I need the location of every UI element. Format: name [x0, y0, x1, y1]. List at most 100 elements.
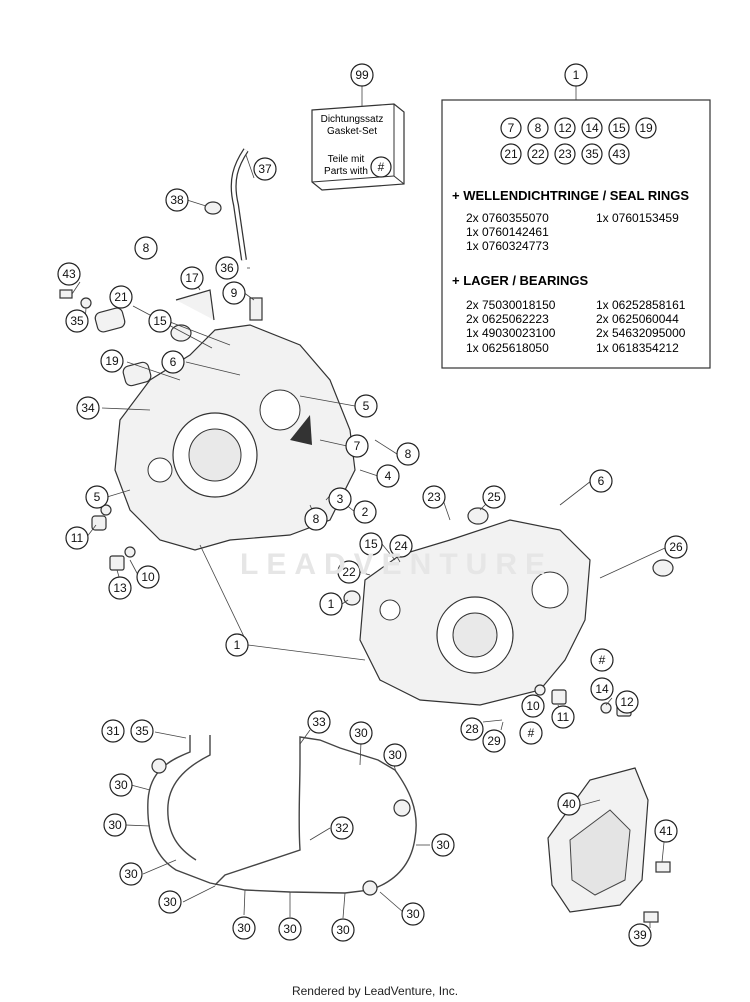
svg-text:36: 36 — [220, 261, 234, 275]
callout-32[interactable]: 32 — [330, 816, 354, 840]
callout-6[interactable]: 6 — [589, 469, 613, 493]
svg-text:15: 15 — [612, 121, 626, 135]
callout-34[interactable]: 34 — [76, 396, 100, 420]
callout-40[interactable]: 40 — [557, 792, 581, 816]
callout-3[interactable]: 3 — [328, 487, 352, 511]
callout-8[interactable]: 8 — [304, 507, 328, 531]
callout-6[interactable]: 6 — [161, 350, 185, 374]
callout-30[interactable]: 30 — [109, 773, 133, 797]
callout-5[interactable]: 5 — [85, 485, 109, 509]
callout-30[interactable]: 30 — [383, 743, 407, 767]
callout-30[interactable]: 30 — [232, 916, 256, 940]
kit-part-ref[interactable]: 8 — [527, 117, 549, 139]
callout-24[interactable]: 24 — [389, 534, 413, 558]
kit-part-ref[interactable]: 15 — [608, 117, 630, 139]
svg-text:35: 35 — [135, 724, 149, 738]
kit-part-ref[interactable]: 19 — [635, 117, 657, 139]
svg-text:33: 33 — [312, 715, 326, 729]
svg-text:30: 30 — [354, 726, 368, 740]
callout-1-assembly[interactable]: 1 — [225, 633, 249, 657]
svg-text:23: 23 — [427, 490, 441, 504]
svg-text:8: 8 — [313, 512, 320, 526]
callout-30[interactable]: 30 — [119, 862, 143, 886]
callout-30[interactable]: 30 — [158, 890, 182, 914]
kit-part-ref[interactable]: 35 — [581, 143, 603, 165]
kit-part-ref[interactable]: 21 — [500, 143, 522, 165]
callout-1[interactable]: 1 — [319, 592, 343, 616]
callout-39[interactable]: 39 — [628, 923, 652, 947]
callout-8[interactable]: 8 — [396, 442, 420, 466]
callout-30[interactable]: 30 — [401, 902, 425, 926]
callout-29[interactable]: 29 — [482, 729, 506, 753]
svg-text:#: # — [599, 653, 606, 667]
callout-12[interactable]: 12 — [615, 690, 639, 714]
kit-part-ref[interactable]: 12 — [554, 117, 576, 139]
svg-text:31: 31 — [106, 724, 120, 738]
callout-hash[interactable]: # — [590, 648, 614, 672]
kit-part-ref[interactable]: 43 — [608, 143, 630, 165]
callout-30[interactable]: 30 — [431, 833, 455, 857]
callout-13[interactable]: 13 — [108, 576, 132, 600]
kit-part-ref[interactable]: 22 — [527, 143, 549, 165]
callout-8[interactable]: 8 — [134, 236, 158, 260]
callout-10[interactable]: 10 — [136, 565, 160, 589]
callout-30[interactable]: 30 — [331, 918, 355, 942]
callout-37[interactable]: 37 — [253, 157, 277, 181]
svg-text:40: 40 — [562, 797, 576, 811]
svg-text:34: 34 — [81, 401, 95, 415]
callout-43[interactable]: 43 — [57, 262, 81, 286]
callout-23[interactable]: 23 — [422, 485, 446, 509]
kit-part-ref[interactable]: 23 — [554, 143, 576, 165]
bearing-item: 2x 54632095000 — [596, 326, 686, 340]
callout-hash[interactable]: # — [519, 721, 543, 745]
callout-35[interactable]: 35 — [130, 719, 154, 743]
callout-99[interactable]: 99 — [350, 63, 374, 87]
kit-part-ref[interactable]: 7 — [500, 117, 522, 139]
svg-text:#: # — [378, 160, 385, 174]
callout-1-kit[interactable]: 1 — [564, 63, 588, 87]
callout-11[interactable]: 11 — [551, 705, 575, 729]
callout-28[interactable]: 28 — [460, 717, 484, 741]
crankcase-right-half — [359, 519, 591, 706]
callout-7[interactable]: 7 — [345, 434, 369, 458]
callout-22[interactable]: 22 — [337, 560, 361, 584]
svg-text:19: 19 — [639, 121, 653, 135]
callout-30[interactable]: 30 — [103, 813, 127, 837]
gasket-marker: # — [370, 156, 392, 178]
gasket-line3: Teile mit — [328, 154, 365, 165]
callout-17[interactable]: 17 — [180, 266, 204, 290]
kit-part-ref[interactable]: 14 — [581, 117, 603, 139]
callout-41[interactable]: 41 — [654, 819, 678, 843]
callout-4[interactable]: 4 — [376, 464, 400, 488]
svg-text:10: 10 — [526, 699, 540, 713]
callout-19[interactable]: 19 — [100, 349, 124, 373]
callout-21[interactable]: 21 — [109, 285, 133, 309]
callout-30[interactable]: 30 — [278, 917, 302, 941]
svg-text:19: 19 — [105, 354, 119, 368]
svg-text:35: 35 — [585, 147, 599, 161]
callout-15[interactable]: 15 — [148, 309, 172, 333]
gasket-line4: Parts with — [324, 166, 368, 177]
callout-15[interactable]: 15 — [359, 532, 383, 556]
callout-10[interactable]: 10 — [521, 694, 545, 718]
footer-text: Rendered by LeadVenture, Inc. — [291, 984, 459, 998]
callout-30[interactable]: 30 — [349, 721, 373, 745]
bearing-item: 2x 0625060044 — [596, 312, 679, 326]
callout-36[interactable]: 36 — [215, 256, 239, 280]
callout-38[interactable]: 38 — [165, 188, 189, 212]
callout-5[interactable]: 5 — [354, 394, 378, 418]
callout-25[interactable]: 25 — [482, 485, 506, 509]
callout-31[interactable]: 31 — [101, 719, 125, 743]
svg-text:15: 15 — [153, 314, 167, 328]
bearing-item: 1x 49030023100 — [466, 326, 556, 340]
callout-11[interactable]: 11 — [65, 526, 89, 550]
callout-35[interactable]: 35 — [65, 309, 89, 333]
callout-26[interactable]: 26 — [664, 535, 688, 559]
callout-33[interactable]: 33 — [307, 710, 331, 734]
callout-9[interactable]: 9 — [222, 281, 246, 305]
callout-2[interactable]: 2 — [353, 500, 377, 524]
callout-14[interactable]: 14 — [590, 677, 614, 701]
svg-text:35: 35 — [70, 314, 84, 328]
svg-text:2: 2 — [362, 505, 369, 519]
svg-text:1: 1 — [573, 68, 580, 82]
